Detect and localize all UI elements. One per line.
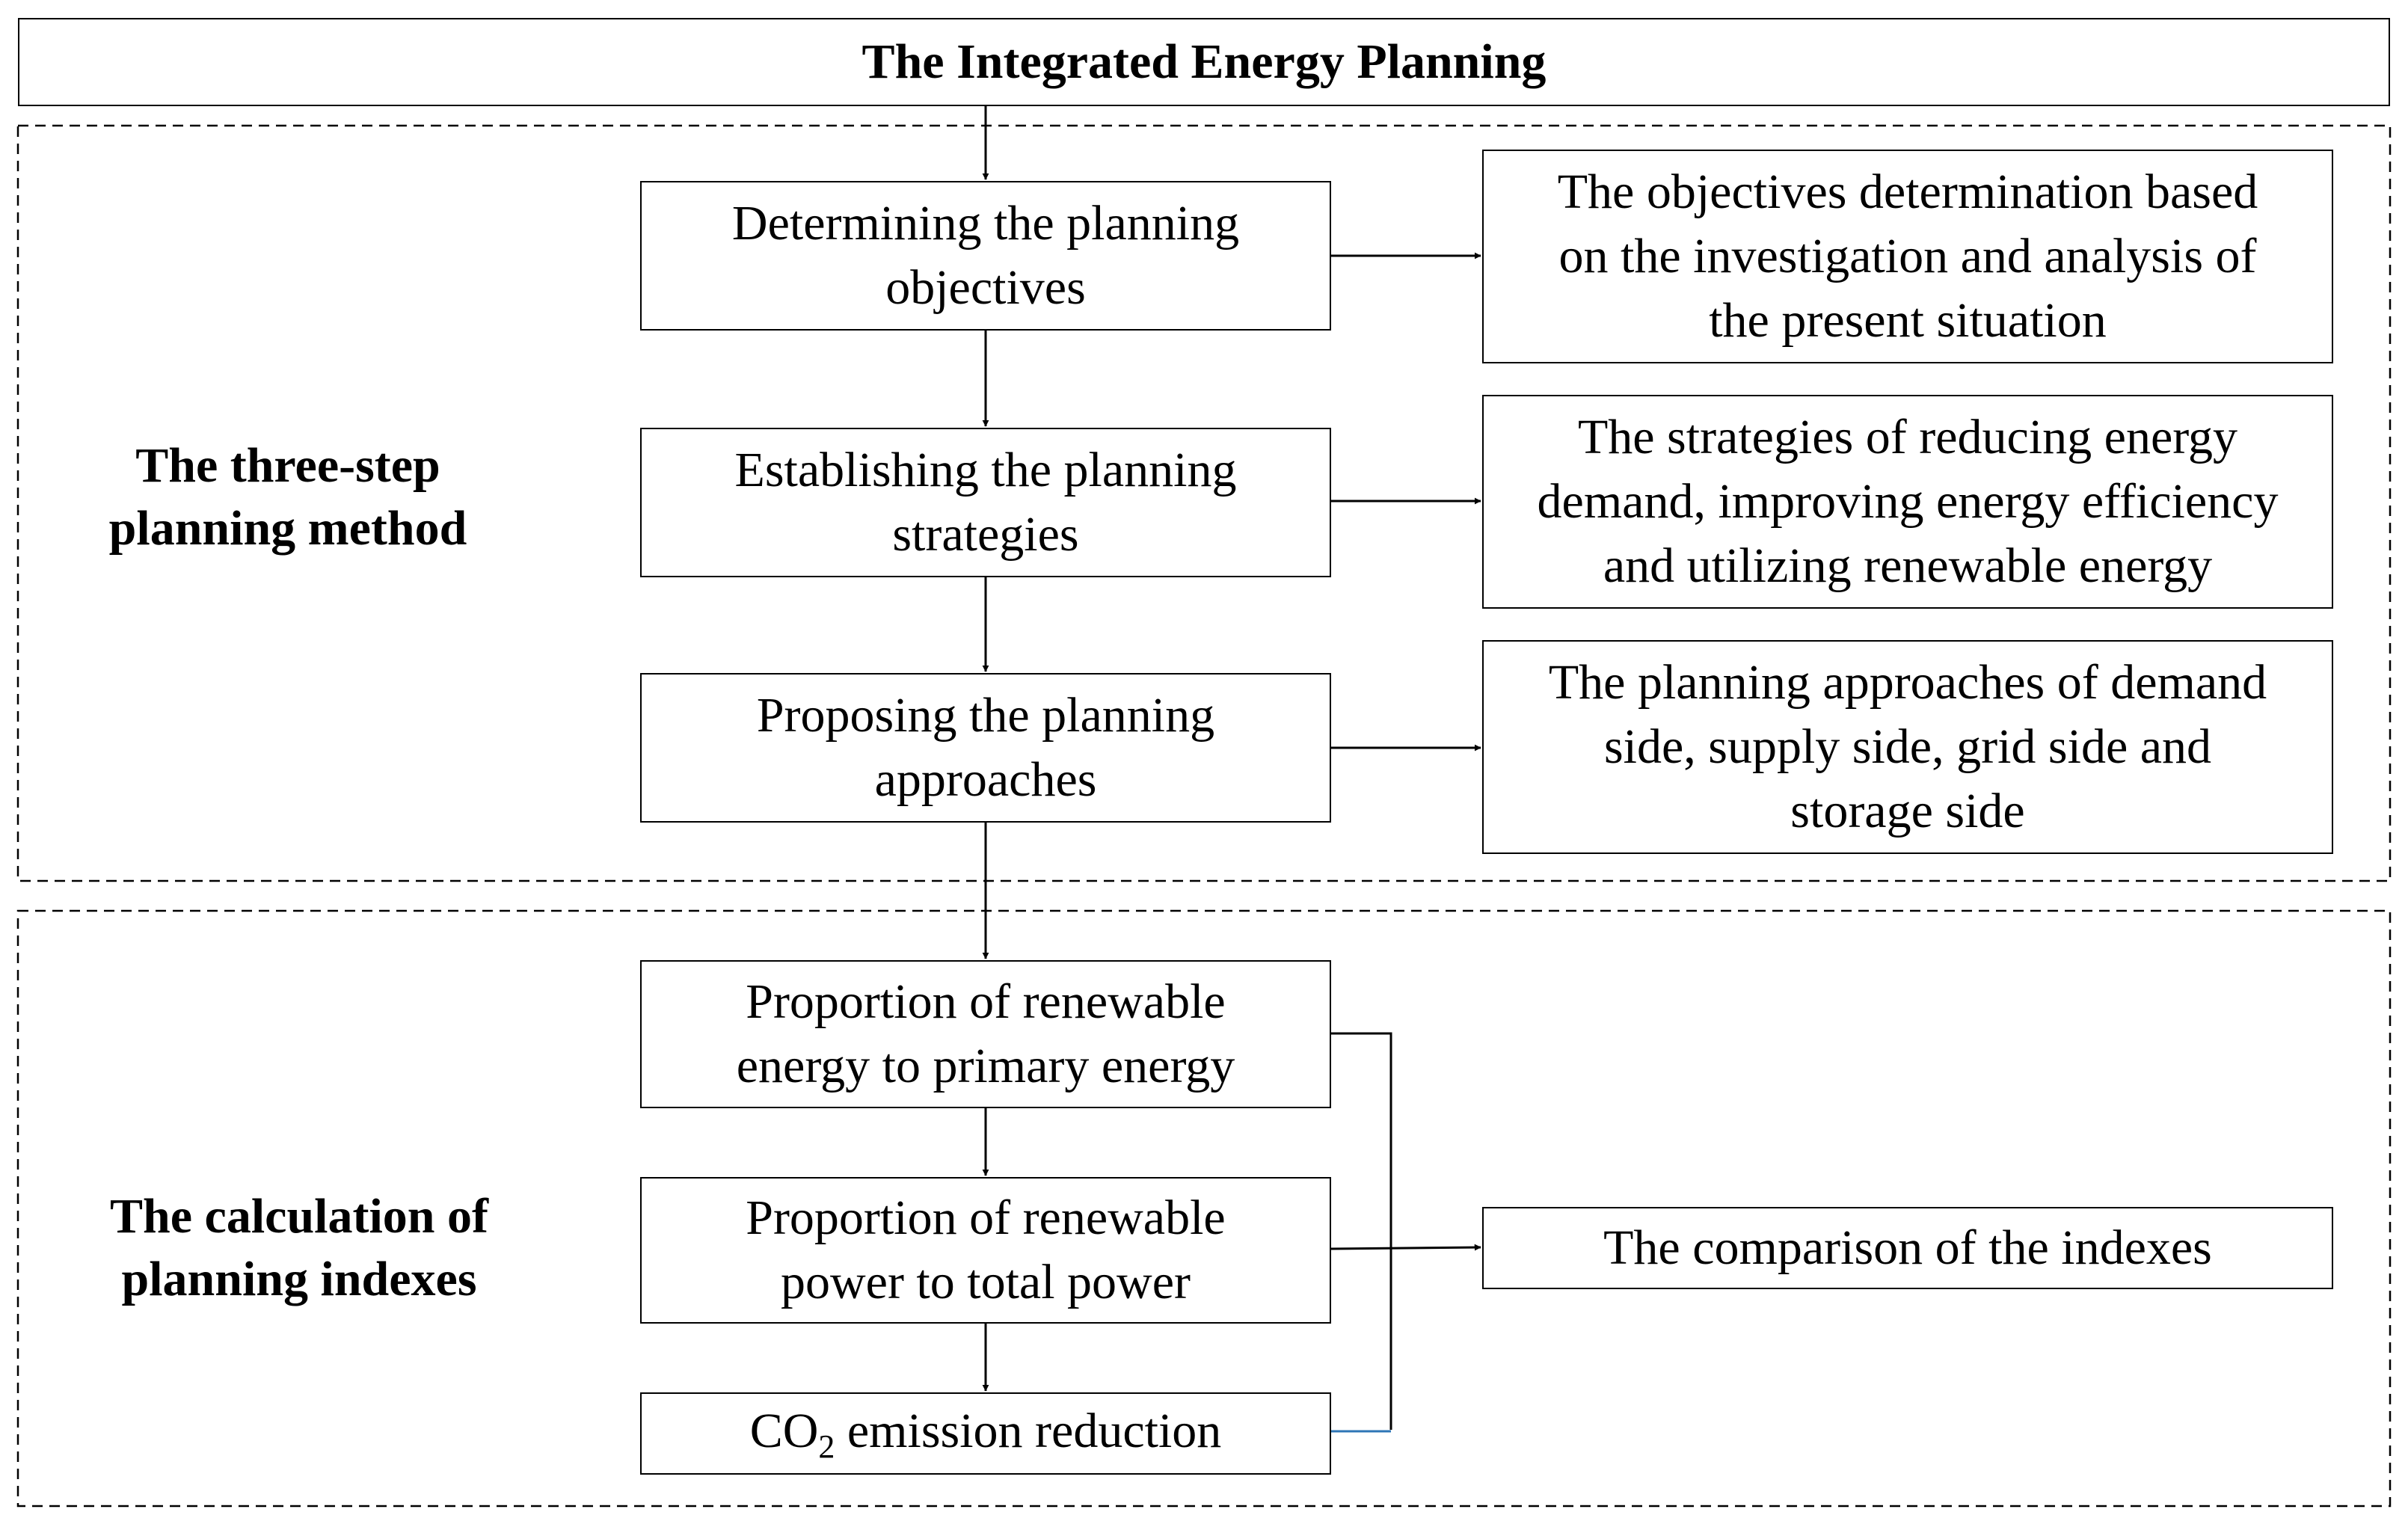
index-box-renewable-power: Proportion of renewable power to total p… [640,1177,1331,1324]
comparison-label: The comparison of the indexes [1603,1220,2212,1275]
step-strategies-line2: strategies [892,507,1079,562]
bracket-index1 [1331,1032,1392,1430]
detail-approaches-line3: storage side [1790,784,2025,838]
step-box-objectives: Determining the planning objectives [640,181,1331,331]
title-box: The Integrated Energy Planning [18,18,2390,106]
comparison-box: The comparison of the indexes [1482,1207,2333,1289]
index-co2-suffix: emission reduction [835,1403,1222,1458]
index-renewable-power-line2: power to total power [780,1255,1191,1309]
section-label-indexes-line2: planning indexes [121,1252,477,1306]
index-box-renewable-energy: Proportion of renewable energy to primar… [640,960,1331,1108]
detail-approaches-line1: The planning approaches of demand [1548,655,2267,710]
index-renewable-energy-line1: Proportion of renewable [746,974,1226,1029]
section-label-three-step-line2: planning method [108,501,467,556]
detail-strategies-line3: and utilizing renewable energy [1603,538,2213,593]
index-co2-prefix: CO [749,1403,819,1458]
index-renewable-power-line1: Proportion of renewable [746,1190,1226,1245]
step-box-approaches: Proposing the planning approaches [640,673,1331,823]
index-renewable-energy-line2: energy to primary energy [736,1039,1235,1093]
section-label-three-step-line1: The three-step [135,438,440,493]
step-strategies-line1: Establishing the planning [734,443,1237,497]
section-label-three-step: The three-step planning method [45,419,531,576]
index-co2-label: CO2 emission reduction [750,1399,1222,1469]
detail-box-objectives: The objectives determination based on th… [1482,150,2333,363]
step-objectives-line2: objectives [885,260,1086,315]
index-co2-subscript: 2 [818,1428,835,1465]
detail-approaches-line2: side, supply side, grid side and [1603,719,2212,774]
arrow-indexes-to-comparison [1330,1244,1481,1251]
detail-strategies-line1: The strategies of reducing energy [1577,410,2238,464]
section-label-indexes-line1: The calculation of [110,1189,488,1244]
detail-objectives-line1: The objectives determination based [1557,165,2258,219]
step-approaches-line2: approaches [874,752,1097,807]
detail-objectives-line3: the present situation [1709,293,2107,348]
detail-strategies-line2: demand, improving energy efficiency [1537,474,2279,529]
step-approaches-line1: Proposing the planning [756,688,1215,743]
step-objectives-line1: Determining the planning [731,196,1240,251]
detail-objectives-line2: on the investigation and analysis of [1558,229,2257,283]
section-label-indexes: The calculation of planning indexes [45,1170,553,1327]
detail-box-strategies: The strategies of reducing energy demand… [1482,395,2333,609]
page-title: The Integrated Energy Planning [861,34,1547,89]
index-box-co2: CO2 emission reduction [640,1392,1331,1475]
step-box-strategies: Establishing the planning strategies [640,428,1331,577]
indexes-group-frame [16,909,2392,1508]
detail-box-approaches: The planning approaches of demand side, … [1482,640,2333,854]
